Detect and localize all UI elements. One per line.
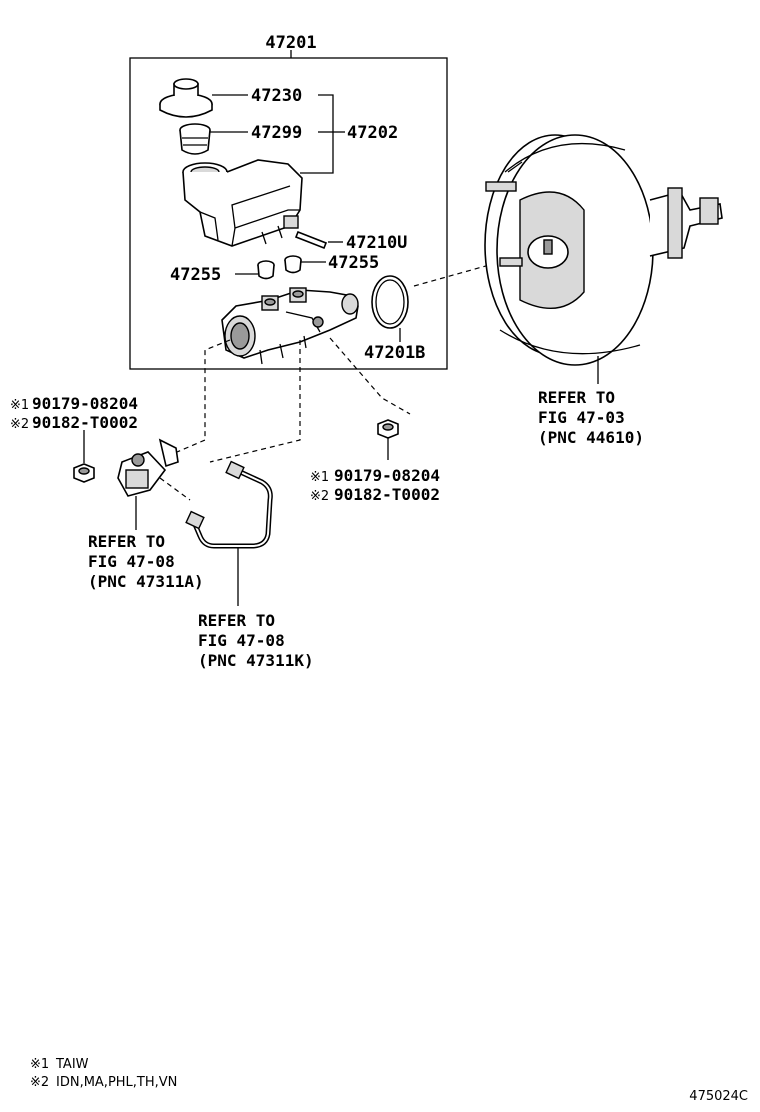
nut-right-part1[interactable]: 90179-08204 [334,466,440,485]
reservoir-tank-part[interactable] [182,159,303,247]
figure-code: 475024C [689,1089,748,1104]
pin-part[interactable] [294,230,328,250]
footnote-text-2: IDN,MA,PHL,TH,VN [56,1075,177,1090]
label-grommet-right[interactable]: 47255 [328,253,379,273]
footnote-marker-2: ※2 [30,1075,49,1090]
nut-left-part1[interactable]: 90179-08204 [32,394,138,413]
strainer-part[interactable] [179,123,211,155]
ref-tube-line1[interactable]: REFER TO [198,611,275,630]
dash-valve [169,339,231,456]
grommet-left-part[interactable] [257,260,275,280]
ref-valve-line3[interactable]: (PNC 47311A) [88,572,204,591]
leader-reservoir-bracket [300,94,334,174]
ref-valve-line1[interactable]: REFER TO [88,532,165,551]
ref-booster-line2[interactable]: FIG 47-03 [538,408,625,427]
dash-nut-right [329,337,411,415]
label-pin[interactable]: 47210U [346,233,407,253]
ref-tube-line3[interactable]: (PNC 47311K) [198,651,314,670]
nut-right-marker1: ※1 [310,470,329,485]
brake-booster-part[interactable] [484,134,723,366]
dash-tube [209,340,301,463]
nut-left-part2[interactable]: 90182-T0002 [32,413,138,432]
assembly-frame [129,57,448,370]
label-oring[interactable]: 47201B [364,343,425,363]
grommet-right-part[interactable] [284,255,302,274]
nut-left-marker2: ※2 [10,417,29,432]
ref-booster-line3[interactable]: (PNC 44610) [538,428,644,447]
brake-tube-part[interactable] [185,460,273,549]
ref-valve-line2[interactable]: FIG 47-08 [88,552,175,571]
label-reservoir[interactable]: 47202 [347,123,398,143]
dash-valve-tube [159,477,191,501]
nut-left-marker1: ※1 [10,398,29,413]
label-assembly[interactable]: 47201 [265,33,316,53]
ref-tube-line2[interactable]: FIG 47-08 [198,631,285,650]
valve-part[interactable] [117,438,179,497]
footnote-text-1: TAIW [55,1057,89,1072]
nut-left-part[interactable] [73,463,95,483]
nut-right-marker2: ※2 [310,489,329,504]
ref-booster-line1[interactable]: REFER TO [538,388,615,407]
nut-right-part[interactable] [377,419,399,439]
label-strainer[interactable]: 47299 [251,123,302,143]
nut-right-part2[interactable]: 90182-T0002 [334,485,440,504]
master-cylinder-part[interactable] [221,287,359,365]
oring-part[interactable] [371,275,409,329]
reservoir-cap-part[interactable] [159,78,213,118]
footnote-marker-1: ※1 [30,1057,49,1072]
label-cap[interactable]: 47230 [251,86,302,106]
label-grommet-left[interactable]: 47255 [170,265,221,285]
